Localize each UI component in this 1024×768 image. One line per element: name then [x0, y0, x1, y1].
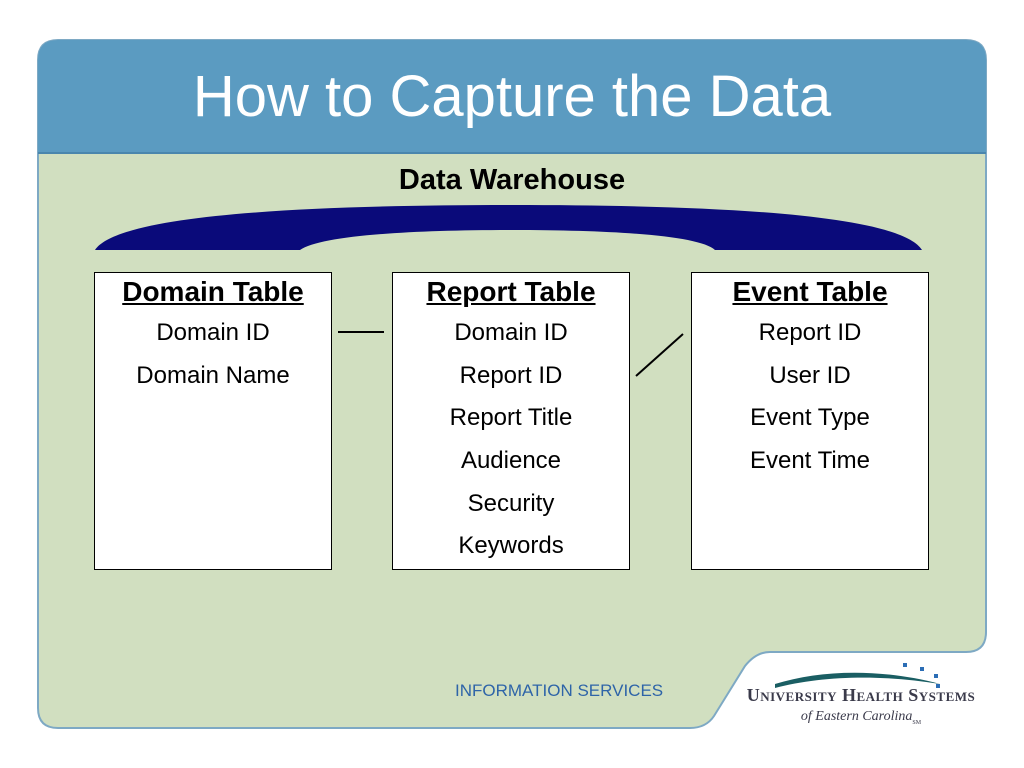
report-table-field: Report Title [449, 404, 573, 432]
event-table-fields: Report ID User ID Event Type Event Time [692, 312, 928, 483]
logo-tagline-text: of Eastern Carolina [800, 709, 913, 724]
event-table-heading: Event Table [732, 276, 888, 307]
domain-table-heading: Domain Table [122, 276, 304, 307]
event-table-field: Event Time [749, 447, 871, 475]
report-table: Report Table Domain ID Report ID Report … [392, 272, 630, 570]
report-table-field: Report ID [459, 361, 563, 389]
slide-title: How to Capture the Data [192, 63, 832, 129]
logo-name: University Health Systems [746, 685, 976, 705]
title-bar [38, 40, 986, 152]
report-table-field: Security [467, 489, 555, 517]
report-table-field: Domain ID [454, 319, 568, 346]
domain-table-field: Domain ID [156, 319, 270, 346]
event-table-field: Report ID [758, 319, 862, 346]
domain-table-fields: Domain ID Domain Name [95, 312, 331, 397]
service-mark: SM [912, 719, 922, 726]
event-table-field: User ID [769, 361, 851, 389]
logo-tagline: of Eastern CarolinaSM [746, 709, 976, 726]
report-event-link [635, 333, 684, 377]
event-table-field: Event Type [750, 404, 870, 432]
event-table: Event Table Report ID User ID Event Type… [691, 272, 929, 570]
report-table-heading: Report Table [426, 276, 596, 307]
domain-table-field: Domain Name [136, 361, 290, 389]
department-label: INFORMATION SERVICES [455, 681, 664, 700]
data-warehouse-label: Data Warehouse [398, 164, 626, 196]
report-table-field: Audience [460, 447, 562, 475]
domain-table: Domain Table Domain ID Domain Name [94, 272, 332, 570]
report-table-fields: Domain ID Report ID Report Title Audienc… [393, 312, 629, 568]
report-table-field: Keywords [458, 532, 564, 560]
